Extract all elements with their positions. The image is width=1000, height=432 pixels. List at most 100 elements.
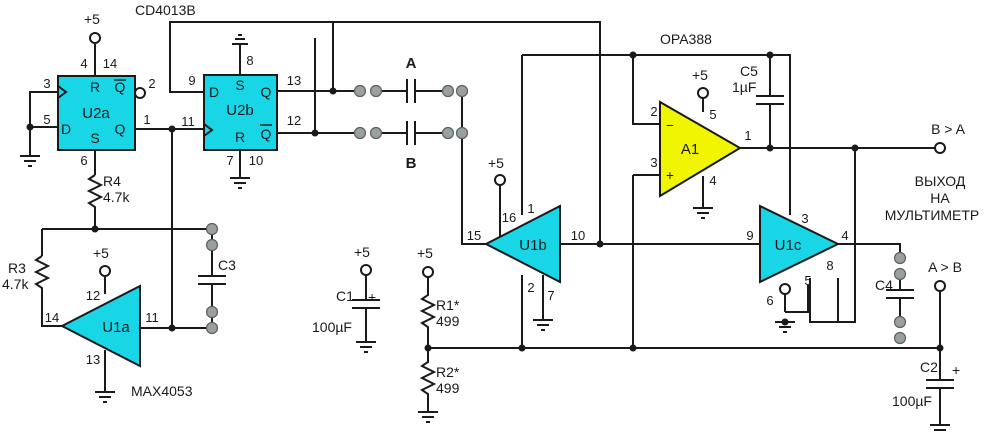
supply-label-u2a: +5 [84, 11, 100, 27]
svg-text:1: 1 [744, 128, 751, 143]
svg-text:3: 3 [650, 155, 657, 170]
svg-text:11: 11 [145, 310, 159, 325]
svg-text:7: 7 [226, 153, 233, 168]
svg-text:14: 14 [103, 56, 117, 71]
vcc-terminal-c1 [360, 264, 372, 276]
vcc-terminal-a1 [697, 87, 709, 99]
svg-text:R: R [235, 129, 245, 145]
svg-text:4: 4 [841, 228, 848, 243]
supply-label-a1: +5 [692, 67, 708, 83]
r2-value: 499 [436, 380, 460, 396]
u1c-label: U1c [775, 237, 802, 254]
flipflop-part-label: CD4013B [135, 2, 196, 18]
svg-text:9: 9 [188, 73, 195, 88]
svg-text:5: 5 [709, 107, 716, 122]
output-terminal-a-gt-b [934, 280, 946, 292]
svg-text:12: 12 [287, 113, 301, 128]
svg-text:6: 6 [80, 153, 87, 168]
u2b-label: U2b [226, 102, 254, 119]
svg-text:Q: Q [261, 126, 272, 142]
svg-text:13: 13 [86, 352, 100, 367]
svg-text:16: 16 [502, 210, 516, 225]
svg-text:2: 2 [650, 104, 657, 119]
r3-value: 4.7k [2, 276, 29, 292]
u1c-buffer: U1c 3 9 4 8 5 6 [746, 204, 849, 308]
svg-text:4: 4 [80, 56, 87, 71]
svg-text:1: 1 [527, 201, 534, 216]
supply-label-r1: +5 [417, 245, 433, 261]
svg-text:4: 4 [709, 173, 716, 188]
vcc-terminal-u2a [89, 32, 101, 44]
svg-text:D: D [209, 84, 219, 100]
svg-text:D: D [61, 121, 71, 137]
svg-text:−: − [666, 117, 674, 133]
wires [20, 21, 954, 431]
u2b-flipflop: U2b S D Q R Q 8 9 13 11 12 7 10 [181, 53, 301, 168]
svg-text:10: 10 [571, 228, 585, 243]
svg-text:15: 15 [467, 228, 481, 243]
svg-text:14: 14 [45, 310, 59, 325]
svg-text:3: 3 [43, 76, 50, 91]
svg-text:Q: Q [115, 121, 126, 137]
a1-label: A1 [681, 141, 699, 158]
mux-part-label: MAX4053 [131, 383, 193, 399]
c5-value: 1µF [732, 79, 756, 95]
supply-label-u1b: +5 [488, 155, 504, 171]
svg-text:13: 13 [287, 73, 301, 88]
svg-text:2: 2 [527, 280, 534, 295]
c2-value: 100µF [892, 393, 932, 409]
u2a-label: U2a [82, 105, 110, 122]
r2-name: R2* [436, 364, 460, 380]
input-b-label: B [406, 155, 417, 172]
svg-text:5: 5 [43, 112, 50, 127]
c1-value: 100µF [312, 319, 352, 335]
r4-name: R4 [103, 173, 121, 189]
c2-name: C2 [920, 359, 938, 375]
meter-label-line1: ВЫХОД [915, 173, 966, 189]
c1-polarity: + [368, 289, 376, 305]
svg-text:S: S [235, 77, 244, 93]
svg-text:5: 5 [804, 273, 811, 288]
u1b-buffer: U1b 15 16 1 10 2 7 [467, 201, 585, 303]
svg-text:9: 9 [746, 228, 753, 243]
a1-opamp: A1 − + 2 5 3 4 1 [650, 100, 752, 198]
opamp-part-label: OPA388 [660, 31, 712, 47]
junction-dots [26, 51, 944, 352]
svg-text:R: R [90, 79, 100, 95]
meter-label-line2: НА [930, 190, 950, 206]
pin6-bubble-u1c [779, 283, 791, 295]
terminals [89, 32, 946, 345]
svg-text:8: 8 [246, 53, 253, 68]
svg-text:1: 1 [143, 112, 150, 127]
supply-label-u1a: +5 [93, 245, 109, 261]
svg-text:2: 2 [148, 76, 155, 91]
r1-value: 499 [436, 313, 460, 329]
c2-polarity: + [952, 362, 960, 378]
svg-text:12: 12 [86, 288, 100, 303]
r1-name: R1* [436, 297, 460, 313]
svg-text:11: 11 [181, 114, 195, 129]
svg-text:Q: Q [115, 79, 126, 95]
c1-name: C1 [336, 288, 354, 304]
supply-label-c1: +5 [354, 244, 370, 260]
output-terminal-b-gt-a [934, 142, 946, 154]
r4-value: 4.7k [103, 189, 130, 205]
svg-text:8: 8 [826, 258, 833, 273]
vcc-terminal-u1a [99, 265, 111, 277]
output-a-gt-b-label: A > B [928, 259, 962, 275]
svg-text:10: 10 [249, 153, 263, 168]
u1b-label: U1b [519, 237, 547, 254]
output-b-gt-a-label: B > A [931, 121, 966, 137]
u2a-flipflop: U2a R Q D S Q 4 14 3 2 5 1 6 [43, 56, 155, 168]
u1a-buffer: U1a 14 12 11 13 [45, 284, 159, 368]
u1a-label: U1a [102, 319, 130, 336]
r3-name: R3 [8, 260, 26, 276]
vcc-terminal-u1b [494, 174, 506, 186]
svg-text:3: 3 [801, 211, 808, 226]
svg-text:7: 7 [547, 288, 554, 303]
input-a-label: A [406, 55, 417, 72]
c3-name: C3 [218, 257, 236, 273]
svg-text:Q: Q [261, 84, 272, 100]
